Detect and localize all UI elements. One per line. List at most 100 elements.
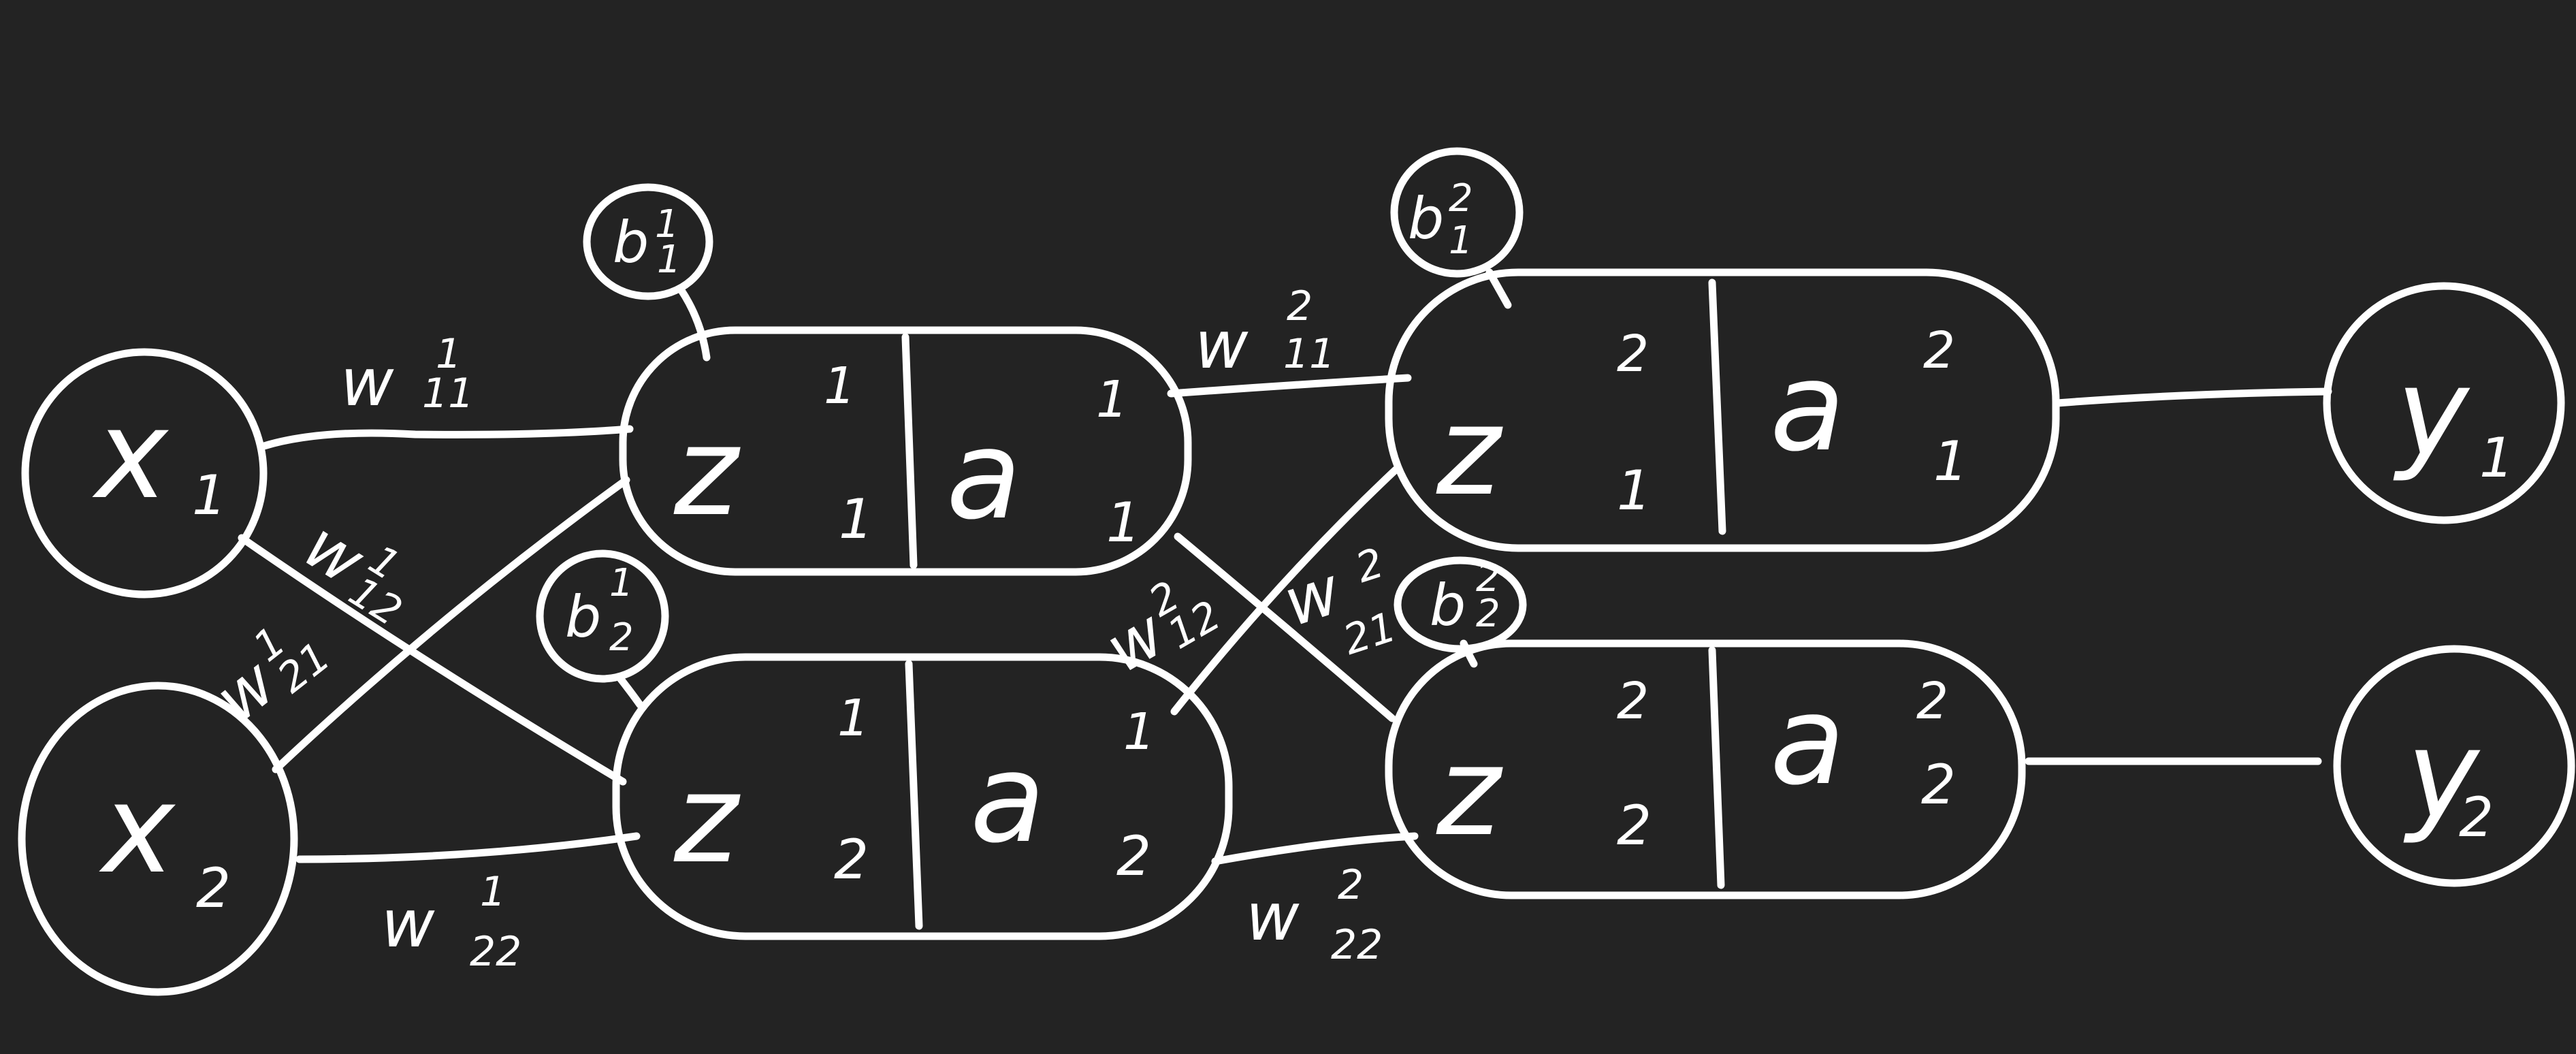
edge-x2-z12 — [295, 832, 641, 863]
neuron-l2-2-a-base: a — [1770, 670, 1845, 812]
edge-a12-z21 — [1170, 466, 1400, 716]
bias-b12: b 1 2 — [536, 549, 669, 683]
neuron-l2-2-a-sub: 2 — [1921, 753, 1956, 816]
neuron-l1-1-a-sup: 1 — [1096, 370, 1128, 429]
edge-x1-z12 — [238, 534, 627, 786]
neuron-l1-2-z-base: z — [673, 748, 741, 891]
bias-b21: b 2 1 — [1390, 147, 1524, 278]
bias-b11-base: b — [613, 209, 649, 276]
neuron-l1-2-a-base: a — [970, 728, 1045, 870]
neuron-l2-1-a-sup: 2 — [1923, 321, 1955, 380]
neuron-l1-1-z-base: z — [673, 401, 741, 543]
edge-x2-z11 — [272, 476, 630, 773]
weight-w1-22-base: w — [381, 886, 435, 962]
input-x2: x 2 — [18, 682, 298, 996]
neuron-l1-1-divider — [901, 333, 918, 569]
weight-w1-11-sub: 11 — [422, 370, 474, 417]
bias-b21-circle — [1390, 147, 1524, 278]
neuron-l2-1-divider — [1708, 278, 1726, 535]
edge-a11-z21 — [1167, 374, 1412, 398]
weight-w2-11-sub: 11 — [1283, 330, 1335, 378]
input-x1: x 1 — [21, 348, 268, 598]
bias-b21-base: b — [1408, 185, 1444, 252]
neuron-l1-1-shape — [619, 326, 1192, 576]
neuron-l2-1-a-base: a — [1770, 336, 1845, 479]
weight-w2-22: w 2 22 — [1246, 861, 1383, 969]
weight-w2-21-sup: 2 — [1350, 539, 1389, 592]
weight-w2-22-sup: 2 — [1338, 861, 1364, 909]
weight-w1-22-sub: 22 — [470, 928, 521, 976]
output-y1: y 1 — [2323, 282, 2565, 524]
connections — [238, 268, 2332, 865]
neuron-l1-2: z 1 2 a 1 2 — [612, 653, 1233, 940]
neuron-l1-2-shape — [612, 653, 1233, 940]
neuron-l1-2-divider — [905, 660, 923, 930]
edge-a12-z22 — [1211, 832, 1419, 865]
weight-w1-22-sup: 1 — [480, 868, 506, 916]
bias-b11-sup: 1 — [655, 202, 679, 246]
weight-w2-22-sub: 22 — [1331, 921, 1383, 969]
bias-stem-b12 — [615, 673, 644, 709]
bias-b22-sub: 2 — [1476, 592, 1500, 636]
output-y1-base: y — [2393, 342, 2470, 484]
neuron-l1-1: z 1 1 a 1 1 — [619, 326, 1192, 576]
neuron-l1-1-z-sup: 1 — [824, 357, 856, 415]
output-y2-circle — [2333, 645, 2575, 887]
bias-b12-base: b — [565, 584, 601, 650]
bias-b22-sup: 2 — [1476, 556, 1500, 601]
weight-w1-12: w 1 12 — [291, 507, 410, 636]
weight-w1-22: w 1 22 — [381, 868, 521, 976]
input-x1-circle — [21, 348, 268, 598]
weight-w2-21-sub: 21 — [1338, 603, 1402, 665]
output-y2: y 2 — [2333, 645, 2575, 887]
bias-b11: b 1 1 — [583, 183, 713, 300]
neuron-l1-2-z-sup: 1 — [837, 689, 869, 748]
weight-w2-11: w 2 11 — [1195, 283, 1335, 383]
bias-b22-circle — [1394, 556, 1527, 653]
bias-b22: b 2 2 — [1394, 556, 1527, 653]
neuron-l2-1: z 2 1 a 2 1 — [1385, 268, 2060, 552]
neuron-l2-1-z-sub: 1 — [1617, 459, 1652, 522]
bias-b12-circle — [536, 549, 669, 683]
bias-b22-base: b — [1430, 572, 1466, 639]
input-x2-circle — [18, 682, 298, 996]
input-x2-sub: 2 — [196, 857, 231, 920]
bias-b12-sup: 1 — [609, 561, 634, 605]
weight-w1-12-sub: 12 — [340, 568, 410, 636]
neuron-l1-2-a-sup: 1 — [1123, 703, 1155, 761]
input-x1-base: x — [92, 384, 170, 526]
input-x2-base: x — [99, 758, 176, 901]
weight-w2-11-sup: 2 — [1287, 283, 1313, 330]
neuron-l2-2-z-sub: 2 — [1617, 794, 1652, 857]
neuron-l2-2-z-base: z — [1436, 721, 1503, 863]
edge-a21-y1 — [2053, 387, 2332, 407]
bias-b21-sup: 2 — [1449, 176, 1473, 221]
neuron-l2-2-divider — [1708, 646, 1725, 889]
edge-x1-z11 — [260, 425, 634, 450]
bias-stem-b11 — [677, 285, 711, 362]
bias-b21-sub: 1 — [1449, 219, 1473, 263]
edge-a11-z22 — [1174, 532, 1396, 722]
bias-b11-sub: 1 — [657, 238, 681, 282]
neuron-l2-2-a-sup: 2 — [1916, 672, 1948, 731]
bias-b12-sub: 2 — [609, 616, 634, 660]
neuron-l2-2-z-sup: 2 — [1617, 672, 1649, 731]
output-y1-sub: 1 — [2479, 426, 2514, 490]
bias-b11-circle — [583, 183, 713, 300]
neuron-l1-1-a-base: a — [946, 404, 1021, 547]
output-y2-sub: 2 — [2459, 786, 2494, 849]
neuron-l2-1-shape — [1385, 268, 2060, 552]
neuron-l1-1-z-sub: 1 — [839, 488, 873, 551]
neuron-l2-1-z-sup: 2 — [1617, 325, 1649, 383]
weight-w1-11-sup: 1 — [436, 330, 462, 378]
neuron-l1-2-a-sub: 2 — [1116, 825, 1151, 888]
weight-w2-11-base: w — [1195, 307, 1249, 383]
input-x1-sub: 1 — [192, 464, 227, 527]
weight-w2-21: w 2 21 — [1274, 539, 1402, 665]
neuron-l2-1-z-base: z — [1436, 381, 1503, 523]
neuron-l2-1-a-sub: 1 — [1933, 430, 1968, 493]
neuron-l1-1-a-sub: 1 — [1106, 491, 1141, 554]
weight-w1-21: w 1 21 — [201, 618, 339, 737]
